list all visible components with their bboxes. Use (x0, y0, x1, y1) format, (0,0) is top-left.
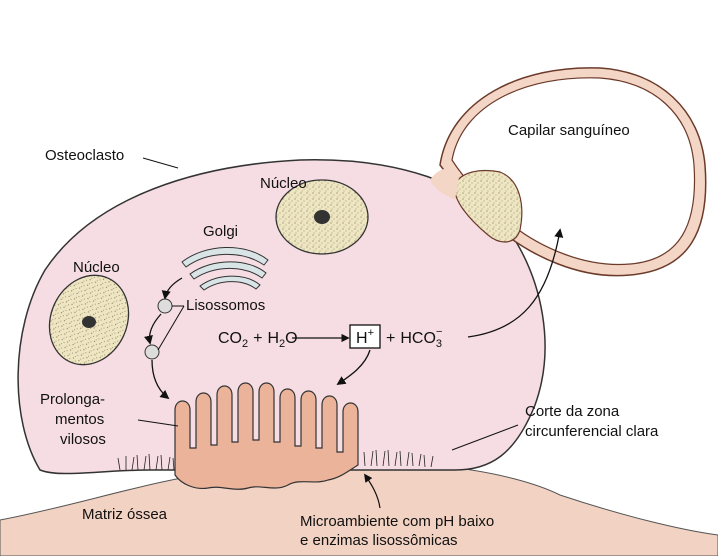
prolongamentos-label-3: vilosos (60, 431, 106, 448)
golgi-label: Golgi (203, 223, 238, 240)
nucleolus-top (314, 210, 330, 224)
hplus-superscript: + (368, 327, 374, 339)
lysosome-2 (145, 345, 159, 359)
plus-1: + (253, 330, 262, 347)
nucleolus-left (82, 316, 96, 328)
corte-label-2: circunferencial clara (525, 423, 659, 440)
h2o-o: O (285, 330, 297, 347)
prolongamentos-label-2: mentos (55, 411, 104, 428)
hco3-text: HCO (400, 330, 436, 347)
nucleo-left-label: Núcleo (73, 259, 120, 276)
svg-text:+HCO3−: + HCO3− (386, 326, 442, 350)
lysosome-1 (158, 299, 172, 313)
hco3-superscript: − (436, 326, 442, 338)
osteoclasto-label: Osteoclasto (45, 147, 124, 164)
plus-2: + (386, 330, 395, 347)
corte-label-1: Corte da zona (525, 403, 620, 420)
co2-subscript: 2 (242, 338, 248, 350)
hco3-subscript: 3 (436, 338, 442, 350)
prolongamentos-label-1: Prolonga- (40, 391, 105, 408)
micro-label-1: Microambiente com pH baixo (300, 513, 494, 530)
h2o-h: H (267, 330, 279, 347)
micro-label-2: e enzimas lisossômicas (300, 532, 458, 549)
lisossomos-label: Lisossomos (186, 297, 265, 314)
capilar-label: Capilar sanguíneo (508, 122, 630, 139)
osteoclasto-leader (143, 158, 178, 168)
villous-extensions (175, 383, 358, 489)
hplus-text: H (356, 330, 368, 347)
matriz-label: Matriz óssea (82, 506, 168, 523)
co2-text: CO (218, 330, 242, 347)
nucleo-top-label: Núcleo (260, 175, 307, 192)
